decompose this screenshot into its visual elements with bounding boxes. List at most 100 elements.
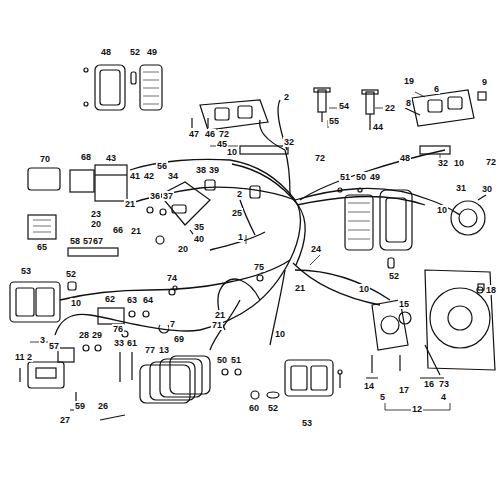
callout-number: 10 bbox=[453, 158, 465, 168]
callout-number: 38 bbox=[195, 165, 207, 175]
switch bbox=[366, 92, 374, 114]
callout-number: 5 bbox=[379, 392, 386, 402]
callout-number: 2 bbox=[26, 352, 33, 362]
callout-number: 37 bbox=[162, 191, 174, 201]
lamp-lens bbox=[345, 195, 373, 250]
callout-number: 41 bbox=[129, 171, 141, 181]
leader-lines bbox=[30, 92, 450, 410]
callout-number: 66 bbox=[112, 225, 124, 235]
lamp-housing bbox=[10, 282, 60, 322]
callout-number: 28 bbox=[78, 330, 90, 340]
callout-number: 10 bbox=[70, 298, 82, 308]
callout-number: 39 bbox=[208, 165, 220, 175]
callout-number: 70 bbox=[39, 154, 51, 164]
callout-number: 60 bbox=[248, 403, 260, 413]
callout-number: 63 bbox=[126, 295, 138, 305]
lamp-housing bbox=[200, 100, 268, 130]
callout-number: 18 bbox=[485, 285, 497, 295]
callout-number: 52 bbox=[129, 47, 141, 57]
callout-number: 47 bbox=[188, 129, 200, 139]
callout-number: 75 bbox=[253, 262, 265, 272]
callout-number: 19 bbox=[403, 76, 415, 86]
callout-number: 32 bbox=[437, 158, 449, 168]
callout-number: 48 bbox=[100, 47, 112, 57]
callout-number: 10 bbox=[436, 205, 448, 215]
callout-number: 72 bbox=[218, 129, 230, 139]
callout-number: 62 bbox=[104, 294, 116, 304]
callout-number: 49 bbox=[369, 172, 381, 182]
callout-number: 16 bbox=[423, 379, 435, 389]
callout-number: 52 bbox=[267, 403, 279, 413]
callout-number: 2 bbox=[283, 92, 290, 102]
callout-number: 7 bbox=[169, 319, 176, 329]
callout-number: 73 bbox=[438, 379, 450, 389]
wiring-harness bbox=[55, 100, 460, 350]
callout-number: 26 bbox=[97, 401, 109, 411]
lamp-housing bbox=[412, 90, 474, 126]
callout-number: 50 bbox=[355, 172, 367, 182]
callout-number: 64 bbox=[142, 295, 154, 305]
callout-number: 53 bbox=[301, 418, 313, 428]
callout-number: 6 bbox=[433, 84, 440, 94]
callout-number: 59 bbox=[74, 401, 86, 411]
callout-number: 20 bbox=[90, 219, 102, 229]
callout-number: 8 bbox=[405, 98, 412, 108]
callout-number: 65 bbox=[36, 242, 48, 252]
callout-number: 20 bbox=[177, 244, 189, 254]
connector-block bbox=[420, 146, 450, 154]
callout-number: 74 bbox=[166, 273, 178, 283]
callout-number: 36 bbox=[149, 191, 161, 201]
nut bbox=[478, 92, 486, 100]
callout-number: 13 bbox=[158, 345, 170, 355]
callout-number: 67 bbox=[92, 236, 104, 246]
callout-number: 21 bbox=[130, 226, 142, 236]
switch-panel bbox=[28, 362, 64, 388]
callout-number: 52 bbox=[388, 271, 400, 281]
callout-number: 51 bbox=[339, 172, 351, 182]
callout-number: 49 bbox=[146, 47, 158, 57]
callout-number: 4 bbox=[440, 392, 447, 402]
callout-number: 53 bbox=[20, 266, 32, 276]
callout-number: 32 bbox=[283, 137, 295, 147]
callout-number: 44 bbox=[372, 122, 384, 132]
callout-number: 21 bbox=[214, 310, 226, 320]
callout-number: 11 bbox=[14, 352, 26, 362]
switch-body bbox=[58, 348, 74, 362]
callout-number: 31 bbox=[455, 183, 467, 193]
callout-number: 10 bbox=[274, 329, 286, 339]
relay bbox=[95, 165, 127, 201]
callout-number: 52 bbox=[65, 269, 77, 279]
callout-number: 12 bbox=[411, 404, 423, 414]
callout-number: 55 bbox=[328, 116, 340, 126]
callout-number: 15 bbox=[398, 299, 410, 309]
horn bbox=[451, 201, 485, 235]
callout-number: 10 bbox=[226, 147, 238, 157]
callout-number: 54 bbox=[338, 101, 350, 111]
callout-number: 10 bbox=[358, 284, 370, 294]
callout-number: 17 bbox=[398, 385, 410, 395]
callout-number: 72 bbox=[485, 157, 497, 167]
callout-number: 29 bbox=[91, 330, 103, 340]
connector-block bbox=[240, 146, 288, 154]
flasher-unit bbox=[70, 170, 94, 192]
callout-number: 33 bbox=[113, 338, 125, 348]
callout-number: 69 bbox=[173, 334, 185, 344]
relay-box bbox=[28, 168, 60, 190]
callout-number: 71 bbox=[211, 320, 223, 330]
callout-number: 34 bbox=[167, 171, 179, 181]
callout-number: 3 bbox=[39, 335, 46, 345]
callout-number: 57 bbox=[48, 341, 60, 351]
callout-number: 68 bbox=[80, 152, 92, 162]
callout-number: 21 bbox=[124, 199, 136, 209]
callout-number: 46 bbox=[204, 129, 216, 139]
callout-number: 1 bbox=[237, 232, 244, 242]
callout-number: 21 bbox=[294, 283, 306, 293]
callout-number: 42 bbox=[143, 171, 155, 181]
callout-number: 27 bbox=[59, 415, 71, 425]
bracket-plate bbox=[160, 182, 210, 225]
fuse-strip bbox=[68, 248, 118, 256]
callout-number: 30 bbox=[481, 184, 493, 194]
callout-number: 2 bbox=[236, 189, 243, 199]
callout-number: 58 bbox=[69, 236, 81, 246]
